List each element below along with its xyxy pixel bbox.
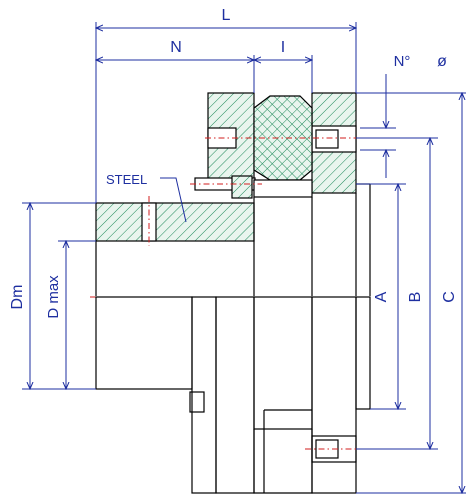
material-label: STEEL <box>106 172 147 187</box>
dim-Dm-label: Dm <box>9 285 26 310</box>
lower-outline <box>95 296 371 494</box>
dim-L-label: L <box>222 7 231 24</box>
hub-section <box>95 202 255 242</box>
bolt-diameter-label: ø <box>437 53 447 70</box>
dim-Dmax-label: D max <box>45 275 62 319</box>
upper-section <box>95 92 371 296</box>
dim-C-label: C <box>441 291 458 303</box>
dim-I-label: I <box>281 39 285 56</box>
dim-A-label: A <box>373 291 390 302</box>
dimensions <box>22 22 466 493</box>
dim-B-label: B <box>407 292 424 303</box>
set-screw-hole <box>141 202 157 242</box>
dim-N-label: N <box>170 39 182 56</box>
bolt-count-label: N° <box>394 53 411 70</box>
